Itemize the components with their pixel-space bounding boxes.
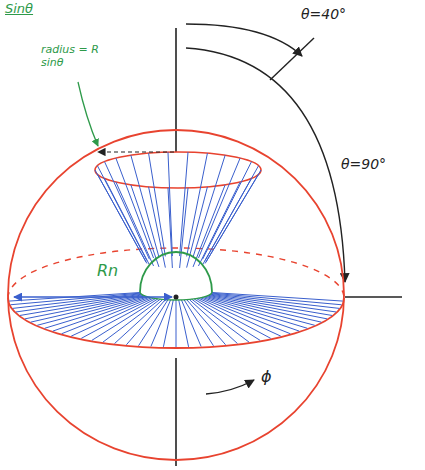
formula-fragment: Sinθ (4, 2, 34, 17)
cone-line (203, 162, 252, 260)
equator-ray (184, 300, 213, 346)
cone-line (168, 152, 172, 256)
horizontal-axis (345, 296, 402, 297)
cone-line (105, 162, 150, 260)
equator-ray (92, 299, 158, 340)
cone-line (187, 153, 208, 256)
theta-arc (186, 48, 345, 282)
phi-arrow (206, 380, 254, 394)
phi-symbol: ϕ (260, 368, 273, 386)
equator-ray (176, 300, 177, 347)
equator-ray (13, 294, 141, 309)
cone-line (116, 182, 154, 266)
equator-ray (192, 299, 249, 342)
equator-ray (209, 295, 328, 318)
equator-ray (196, 299, 270, 339)
cone-line (97, 166, 146, 261)
equator-ray (81, 299, 155, 339)
radius-arrow (14, 296, 172, 298)
cone-line (198, 158, 240, 258)
equator-ray (179, 300, 189, 347)
cone-line (205, 174, 258, 263)
cone-line (205, 166, 258, 261)
equator-ray (163, 300, 173, 347)
equator-ray (189, 299, 237, 343)
cone-line (149, 153, 166, 256)
equator-ray (203, 297, 300, 331)
cone-line (198, 182, 240, 266)
cone-line (180, 152, 188, 256)
angle-direction-line (270, 38, 314, 80)
equator-ray (139, 300, 168, 346)
vertical-axis (175, 28, 177, 152)
equator-ray (210, 295, 332, 316)
vertical-axis (175, 358, 177, 466)
radius-symbol: Rn (96, 262, 119, 280)
equator-ray (204, 297, 307, 328)
equator-ray (11, 293, 141, 305)
radius-label: radius = R sinθ (40, 44, 104, 69)
equator-ray (206, 296, 315, 325)
equator-ray (187, 300, 226, 345)
center-dot (174, 295, 179, 300)
equator-ray (71, 298, 153, 336)
inner-hemisphere-base (140, 292, 212, 300)
equator-ray (181, 300, 201, 347)
radius-line (98, 151, 174, 152)
sphere-outline (8, 130, 344, 460)
equator-ray (199, 298, 281, 336)
theta-arc (186, 24, 302, 56)
equator-ray (45, 297, 148, 328)
angle-label: θ=90° (340, 156, 387, 172)
inner-hemisphere (140, 252, 212, 292)
equator-back (8, 248, 344, 298)
cone-line (131, 155, 159, 257)
cone-lines (95, 152, 261, 268)
angle-label: θ=40° (300, 6, 347, 22)
radius-leader (78, 82, 98, 146)
equator-rays (9, 293, 342, 347)
cone-line (116, 158, 154, 258)
